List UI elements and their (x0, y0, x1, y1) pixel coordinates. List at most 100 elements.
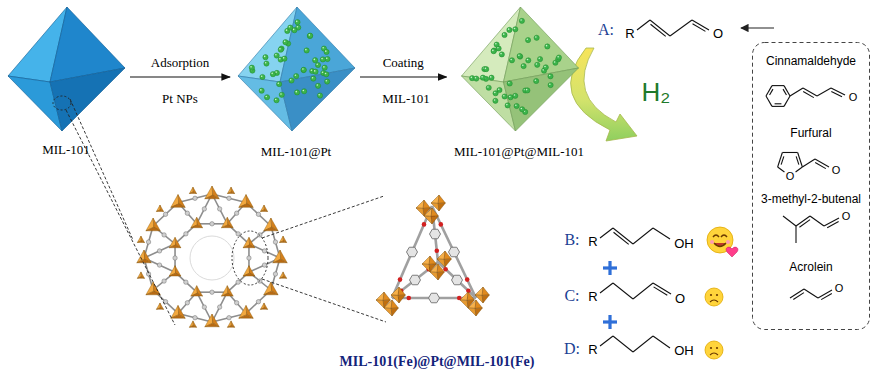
linker-ring (227, 316, 231, 320)
linker (438, 262, 476, 298)
pt-nanoparticle (307, 33, 312, 38)
tetrahedron (221, 217, 233, 227)
cage-pore (190, 236, 234, 280)
pt-nanoparticle (260, 74, 265, 79)
mouth (710, 300, 718, 302)
tetra-face (156, 308, 163, 310)
pt-nanoparticle (473, 76, 478, 81)
pt-nanoparticle (264, 61, 269, 66)
tetra-face (243, 245, 255, 248)
node-label: Acrolein (789, 261, 832, 274)
feed-arrow (741, 27, 774, 28)
tetra-face (137, 259, 151, 263)
pt-highlight (492, 50, 494, 52)
octa-face (430, 272, 438, 280)
bond (778, 167, 785, 172)
node-label: 3-methyl-2-butenal (761, 193, 861, 206)
eye (716, 347, 718, 349)
bond (803, 88, 817, 96)
tetra-face (227, 192, 234, 194)
mouth (714, 243, 726, 247)
route-letter: D: (564, 341, 580, 357)
pt-highlight (525, 89, 527, 91)
bond (633, 228, 653, 244)
tetra-face (191, 225, 203, 228)
pt-nanoparticle (279, 92, 284, 97)
tetrahedron (227, 187, 234, 193)
tetra-face (221, 293, 233, 296)
pt-nanoparticle (492, 98, 497, 103)
octa-face (431, 216, 438, 224)
octa-face (431, 208, 438, 216)
pt-nanoparticle (315, 62, 320, 67)
oxygen-atom (439, 222, 444, 227)
pt-highlight (289, 26, 291, 28)
octa-face (437, 251, 445, 259)
pt-highlight (250, 66, 252, 68)
octa-face (398, 295, 405, 303)
dashed-outline (752, 42, 870, 330)
pt-nanoparticle (506, 27, 511, 32)
pt-nanoparticle (547, 74, 552, 79)
tetrahedron (243, 266, 255, 276)
pt-highlight (515, 104, 517, 106)
pt-highlight (481, 76, 483, 78)
pt-highlight (275, 71, 277, 73)
bond (793, 293, 804, 300)
mouth (710, 353, 718, 355)
pt-highlight (325, 50, 327, 52)
octahedron (468, 300, 482, 316)
pt-nanoparticle (324, 49, 329, 54)
linker-ring (157, 263, 161, 267)
pt-highlight (553, 61, 555, 63)
octa-face (429, 256, 436, 264)
crystal-node: MIL-101@Pt@MIL-101 (452, 4, 587, 162)
pt-highlight (316, 84, 318, 86)
plus-sign (603, 315, 617, 329)
tetra-face (189, 325, 196, 327)
pt-highlight (314, 59, 316, 61)
bond (831, 88, 845, 95)
crystal-face (280, 68, 355, 131)
plus-bar (608, 261, 611, 275)
linker-ring (236, 232, 240, 236)
octa-face (430, 264, 438, 272)
pt-highlight (506, 104, 508, 106)
tetra-face (205, 323, 219, 327)
pt-highlight (260, 89, 262, 91)
zoom-leader (70, 99, 133, 240)
pt-nanoparticle (294, 74, 299, 79)
atom-label: O (832, 165, 841, 176)
linker-ring (173, 256, 177, 260)
pt-nanoparticle (313, 58, 318, 63)
pt-highlight (487, 86, 489, 88)
octa-face (383, 292, 390, 300)
pt-nanoparticle (556, 55, 561, 60)
tetra-face (239, 204, 253, 208)
face (705, 288, 723, 306)
pt-highlight (520, 19, 522, 21)
pt-nanoparticle (322, 65, 327, 70)
pt-nanoparticle (519, 107, 524, 112)
pt-highlight (484, 68, 486, 70)
bond (783, 89, 786, 95)
pt-highlight (321, 58, 323, 60)
pt-nanoparticle (534, 62, 539, 67)
pt-highlight (264, 56, 266, 58)
bond (815, 159, 829, 167)
benzene-linker (452, 275, 463, 285)
pt-nanoparticle (278, 47, 283, 52)
tetrahedron (205, 186, 219, 199)
pt-highlight (518, 54, 520, 56)
tetrahedron (227, 321, 234, 327)
bond (804, 289, 818, 298)
supertetrahedron (376, 195, 489, 316)
linker-ring (273, 240, 277, 244)
crystal-face (461, 76, 515, 131)
octa-face (391, 308, 398, 316)
tetrahedron (221, 286, 233, 296)
atom-label: O (713, 27, 723, 40)
tetrahedron (137, 236, 144, 242)
eye (721, 235, 727, 237)
